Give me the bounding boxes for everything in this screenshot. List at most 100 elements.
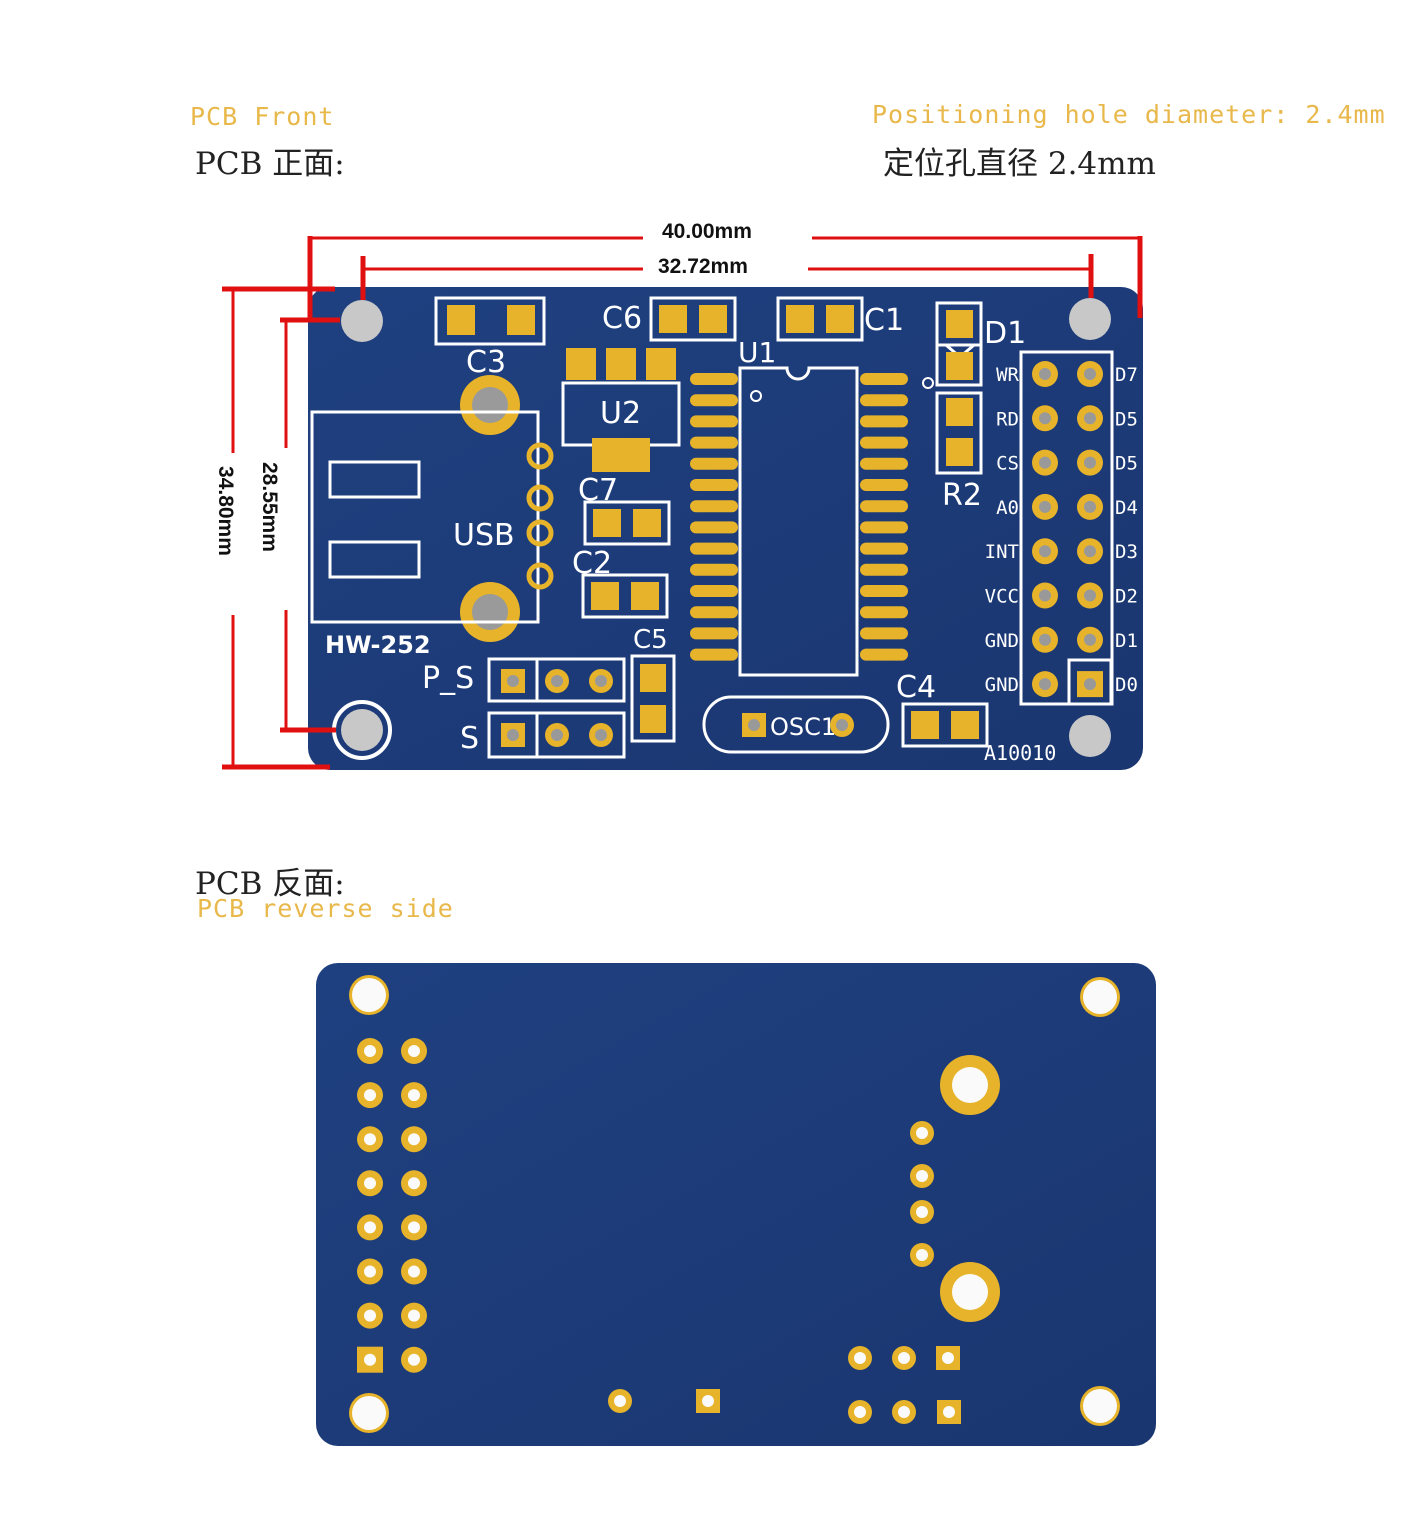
header-pin-label-left: RD: [996, 408, 1019, 430]
ref-u2: U2: [600, 396, 641, 431]
header-pin-label-right: D7: [1115, 364, 1138, 386]
u1-pad-left: [690, 415, 738, 428]
header-drill-right: [1084, 412, 1096, 425]
header-drill-right: [1084, 500, 1096, 513]
u1-pad-right: [860, 585, 908, 597]
mount-hole-bl: [341, 709, 383, 751]
front-board: C3 USB HW-252 U2 C6 C1: [308, 287, 1143, 770]
back-header-drill-right: [408, 1177, 420, 1190]
header-pin-label-right: D2: [1115, 586, 1138, 608]
u1-pad-right: [860, 521, 908, 534]
header-drill-right: [1084, 589, 1096, 602]
u1-pad-right: [860, 606, 908, 619]
back-header-drill-left: [364, 1221, 376, 1234]
back-header-drill-left: [364, 1133, 376, 1146]
board-code: A10010: [984, 741, 1056, 765]
u1-pad-left: [690, 648, 738, 661]
ref-d1: D1: [984, 316, 1026, 351]
u1-pad-right: [860, 373, 908, 385]
u1-pad-left: [690, 373, 738, 385]
ref-p-s: P_S: [422, 661, 474, 696]
header-pin-label-left: INT: [985, 541, 1019, 563]
header-pin-label-right: D0: [1115, 674, 1138, 696]
u1-pads: [690, 373, 908, 661]
back-header-drill-left: [364, 1265, 376, 1278]
ref-c7: C7: [578, 473, 618, 508]
u1-pad-left: [690, 479, 738, 491]
u1-pad-right: [860, 415, 908, 428]
dim-width-label: 40.00mm: [662, 220, 752, 243]
back-header-drill-right: [408, 1133, 420, 1146]
u1-pad-left: [690, 606, 738, 619]
back-header-drill-right: [408, 1089, 420, 1102]
hole-diameter-en: Positioning hole diameter: 2.4mm: [872, 100, 1386, 129]
back-header-drill-left: [364, 1353, 376, 1366]
header-drill-left: [1039, 678, 1051, 691]
back-header-drill-right: [408, 1221, 420, 1234]
dim-height-label: 34.80mm: [214, 466, 237, 556]
ref-c2: C2: [572, 546, 612, 581]
header-drill-right: [1084, 633, 1096, 646]
u1-pad-left: [690, 436, 738, 449]
u1-pad-right: [860, 648, 908, 661]
u1-pad-right: [860, 542, 908, 555]
back-header-drill-left: [364, 1309, 376, 1322]
ref-c3: C3: [466, 345, 506, 380]
back-header-drill-right: [408, 1309, 420, 1322]
u1-pad-right: [860, 457, 908, 470]
header-drill-right: [1084, 678, 1096, 691]
ref-c6: C6: [602, 301, 642, 336]
header-pin-label-right: D5: [1115, 408, 1138, 430]
header-drill-left: [1039, 633, 1051, 646]
back-board: [316, 963, 1156, 1446]
header-drill-left: [1039, 589, 1051, 602]
header-pin-label-right: D4: [1115, 497, 1138, 519]
header-pin-label-right: D5: [1115, 453, 1138, 475]
back-header-drill-left: [364, 1177, 376, 1190]
ref-usb: USB: [453, 518, 515, 553]
mount-hole-br: [1069, 715, 1111, 757]
u1-pad-right: [860, 627, 908, 640]
back-title-cn: PCB 反面:: [195, 866, 345, 902]
back-title-en: PCB reverse side: [197, 894, 454, 923]
header-drill-left: [1039, 545, 1051, 558]
hole-diameter-cn: 定位孔直径 2.4mm: [883, 146, 1156, 182]
header-drill-left: [1039, 368, 1051, 380]
back-header-drill-left: [364, 1089, 376, 1102]
mount-hole-tl: [341, 300, 383, 342]
u1-pad-right: [860, 479, 908, 491]
ref-r2: R2: [942, 478, 982, 513]
u1-pad-left: [690, 394, 738, 407]
header-pin-label-left: CS: [996, 453, 1019, 475]
back-header-drill-right: [408, 1265, 420, 1278]
header-drill-right: [1084, 368, 1096, 380]
front-title-cn: PCB 正面:: [195, 146, 345, 182]
header-pin-label-left: GND: [985, 674, 1019, 696]
header-pin-label-left: VCC: [985, 586, 1019, 608]
back-header-drill-right: [408, 1045, 420, 1057]
dim-hole-span-y-label: 28.55mm: [258, 462, 281, 552]
dim-hole-span-x-label: 32.72mm: [658, 255, 748, 278]
u1-pad-right: [860, 394, 908, 407]
u1-pad-left: [690, 457, 738, 470]
u1-pad-left: [690, 521, 738, 534]
u1-pad-right: [860, 563, 908, 576]
ref-u1: U1: [738, 336, 776, 369]
board-name: HW-252: [325, 631, 431, 659]
ref-osc1: OSC1: [770, 713, 836, 741]
u1-pad-left: [690, 627, 738, 640]
u1-pad-right: [860, 500, 908, 513]
header-pin-label-right: D3: [1115, 541, 1138, 563]
ref-s: S: [460, 721, 479, 756]
header-drill-left: [1039, 500, 1051, 513]
header-pin-label-left: GND: [985, 630, 1019, 652]
ref-c5: C5: [633, 625, 668, 655]
header-drill-left: [1039, 412, 1051, 425]
header-pin-label-right: D1: [1115, 630, 1138, 652]
back-header-drill-right: [408, 1353, 420, 1366]
dimension-lines: [222, 236, 1143, 770]
ref-c1: C1: [864, 303, 904, 338]
u1-pad-left: [690, 500, 738, 513]
